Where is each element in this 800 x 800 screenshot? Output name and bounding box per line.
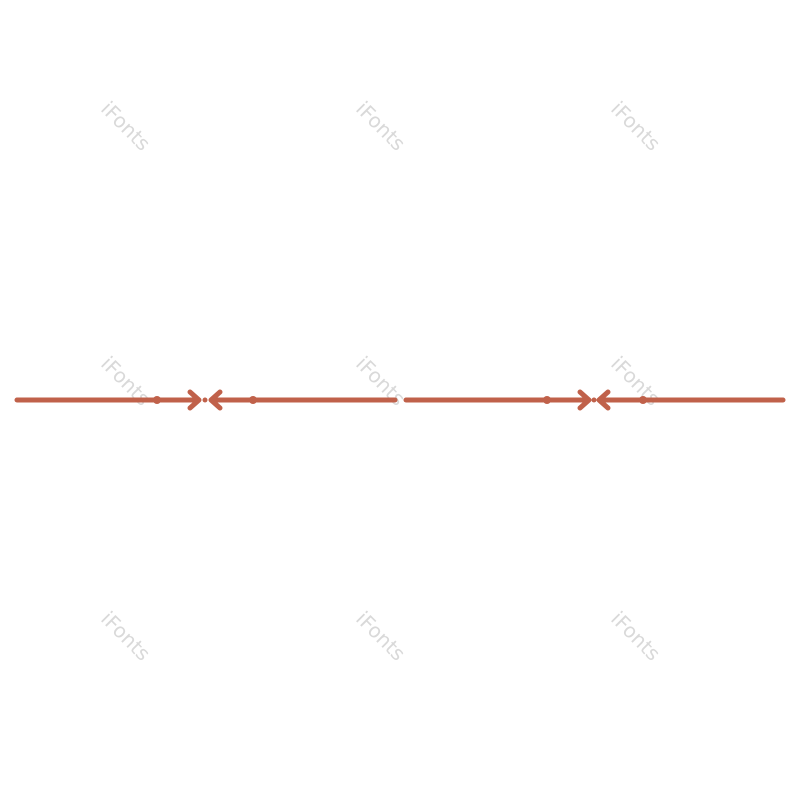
dot-marker: [202, 397, 208, 403]
arrowhead-left-icon: [596, 389, 611, 411]
dot-marker: [543, 396, 551, 404]
arrowhead-right-icon: [187, 389, 202, 411]
arrowhead-left-icon: [208, 389, 223, 411]
dot-marker: [591, 397, 597, 403]
dot-marker: [639, 396, 647, 404]
dot-marker: [249, 396, 257, 404]
dot-marker: [153, 396, 161, 404]
arrowhead-right-icon: [577, 389, 592, 411]
